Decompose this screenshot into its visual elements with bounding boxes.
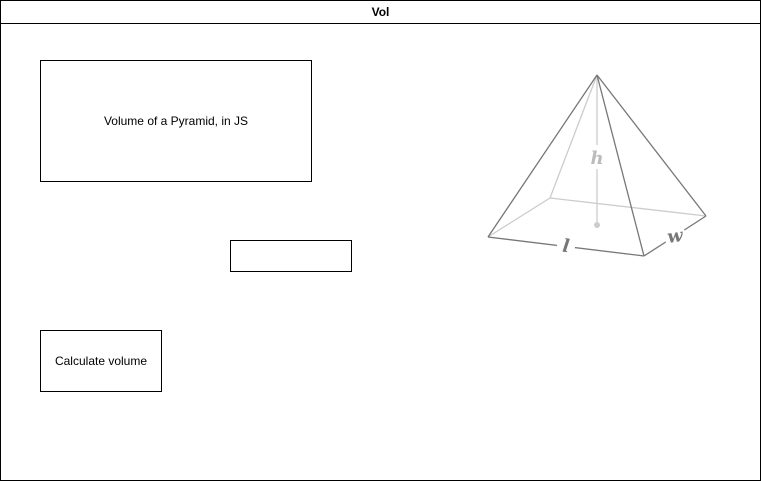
length-label-bg [555, 233, 577, 259]
hidden-edge-apex-back [549, 74, 598, 199]
heading-text: Volume of a Pyramid, in JS [103, 114, 249, 128]
width-label: w [666, 225, 686, 248]
hidden-edge-back-left [487, 197, 551, 238]
front-edge-apex-front [596, 74, 645, 257]
height-foot-dot [594, 222, 600, 228]
hidden-edge-back-right [549, 197, 707, 217]
height-label: h [590, 148, 603, 169]
value-input[interactable] [230, 240, 352, 272]
pyramid-diagram: h l w [487, 74, 707, 259]
height-label-bg [587, 145, 607, 169]
front-edge-apex-left [487, 74, 598, 238]
front-edge-apex-right [596, 74, 707, 217]
calculate-volume-button[interactable]: Calculate volume [40, 330, 162, 392]
width-label-bg [660, 221, 690, 251]
window-title: Vol [1, 1, 760, 24]
heading-panel: Volume of a Pyramid, in JS [40, 60, 312, 182]
length-label: l [561, 236, 571, 258]
calculate-volume-label: Calculate volume [54, 354, 148, 368]
